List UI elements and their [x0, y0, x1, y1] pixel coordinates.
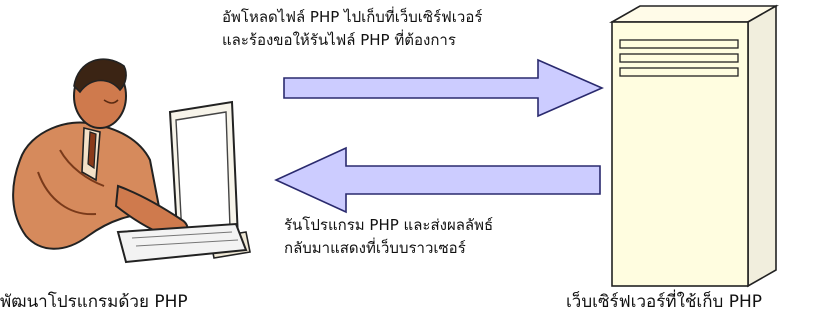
server-illustration	[608, 4, 780, 288]
server-caption: เว็บเซิร์ฟเวอร์ที่ใช้เก็บ PHP	[566, 292, 762, 312]
developer-illustration	[12, 58, 251, 264]
response-label-line2: กลับมาแสดงที่เว็บบราวเซอร์	[284, 239, 466, 257]
developer-caption: พัฒนาโปรแกรมด้วย PHP	[0, 292, 188, 312]
upload-arrow	[283, 58, 604, 118]
upload-label-line2: และร้องขอให้รันไฟล์ PHP ที่ต้องการ	[222, 31, 456, 49]
response-arrow	[274, 146, 601, 214]
response-label-line1: รันโปรแกรม PHP และส่งผลลัพธ์	[284, 216, 494, 234]
upload-label-line1: อัพโหลดไฟล์ PHP ไปเก็บที่เว็บเซิร์ฟเวอร์	[222, 8, 483, 26]
